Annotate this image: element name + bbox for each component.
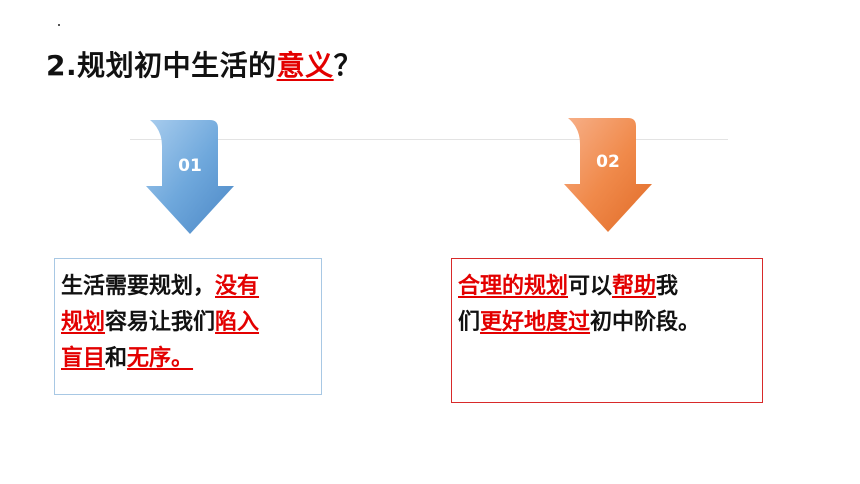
arrow-down-icon	[564, 118, 652, 232]
text-plain: 初中阶段。	[590, 310, 701, 335]
arrow-down-icon	[146, 120, 234, 234]
text-highlight: 盲目	[61, 346, 106, 371]
text-highlight: 没有	[215, 274, 260, 299]
text-line: 生活需要规划，没有	[61, 269, 321, 305]
text-plain: 容易让我们	[105, 310, 216, 335]
text-line: 规划容易让我们陷入	[61, 305, 321, 341]
text-plain: 我	[656, 274, 679, 299]
page-title: 2.规划初中生活的意义？	[46, 44, 362, 84]
text-highlight: 帮助	[612, 274, 657, 299]
text-plain: 们	[458, 310, 481, 335]
text-highlight: 陷入	[215, 310, 260, 335]
text-plain: 可以	[568, 274, 613, 299]
step-number: 01	[178, 156, 202, 176]
meaning-box-1: 生活需要规划，没有 规划容易让我们陷入 盲目和无序。	[54, 258, 322, 395]
text-line: 合理的规划可以帮助我	[458, 269, 762, 305]
text-highlight: 更好地度过	[480, 310, 591, 335]
text-highlight: 规划	[61, 310, 106, 335]
title-highlight: 意义	[276, 49, 334, 82]
text-plain: 和	[105, 346, 128, 371]
text-highlight: 无序。	[127, 346, 194, 371]
text-highlight: 合理的规划	[458, 274, 569, 299]
text-line: 盲目和无序。	[61, 341, 321, 377]
title-prefix: 2.规划初中生活的	[46, 49, 277, 82]
title-suffix: ？	[333, 49, 363, 82]
text-plain: 生活需要规划，	[61, 274, 216, 299]
step-number: 02	[596, 152, 620, 172]
arrow-02: 02	[560, 116, 656, 234]
divider-line	[130, 139, 728, 140]
arrow-01: 01	[142, 118, 238, 236]
text-line: 们更好地度过初中阶段。	[458, 305, 762, 341]
decorative-dot	[58, 24, 60, 26]
meaning-box-2: 合理的规划可以帮助我 们更好地度过初中阶段。	[451, 258, 763, 403]
